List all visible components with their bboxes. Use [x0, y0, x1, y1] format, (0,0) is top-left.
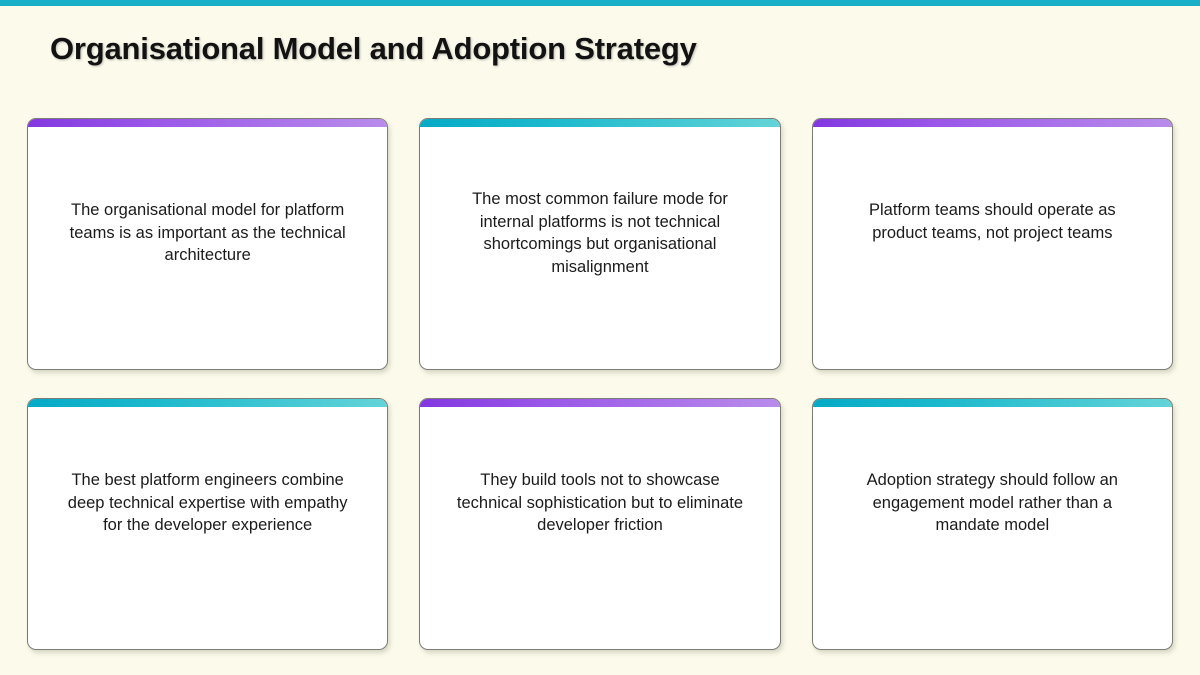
card-accent-bar-teal: [812, 399, 1172, 407]
card-accent-bar-purple: [812, 119, 1172, 127]
insight-card-4[interactable]: The best platform engineers combine deep…: [27, 398, 389, 650]
insight-card-4-text: The best platform engineers combine deep…: [67, 471, 348, 534]
insight-card-6-text: Adoption strategy should follow an engag…: [866, 471, 1118, 534]
insight-card-1[interactable]: The organisational model for platform te…: [27, 118, 389, 370]
insight-card-5-text: They build tools not to showcase technic…: [456, 471, 744, 534]
card-accent-bar-purple: [420, 399, 780, 407]
insight-card-3-text: Platform teams should operate as product…: [868, 201, 1116, 242]
insight-card-5[interactable]: They build tools not to showcase technic…: [419, 398, 781, 650]
card-accent-bar-purple: [28, 119, 388, 127]
page-title: Organisational Model and Adoption Strate…: [50, 31, 697, 66]
card-accent-bar-teal: [28, 399, 388, 407]
insight-card-grid: The organisational model for platform te…: [27, 118, 1173, 650]
top-accent-strip: [0, 0, 1200, 6]
insight-card-3[interactable]: Platform teams should operate as product…: [811, 118, 1173, 370]
insight-card-2[interactable]: The most common failure mode for interna…: [419, 118, 781, 370]
insight-card-6[interactable]: Adoption strategy should follow an engag…: [811, 398, 1173, 650]
insight-card-1-text: The organisational model for platform te…: [69, 201, 346, 264]
card-accent-bar-teal: [420, 119, 780, 127]
insight-card-2-text: The most common failure mode for interna…: [472, 190, 728, 276]
